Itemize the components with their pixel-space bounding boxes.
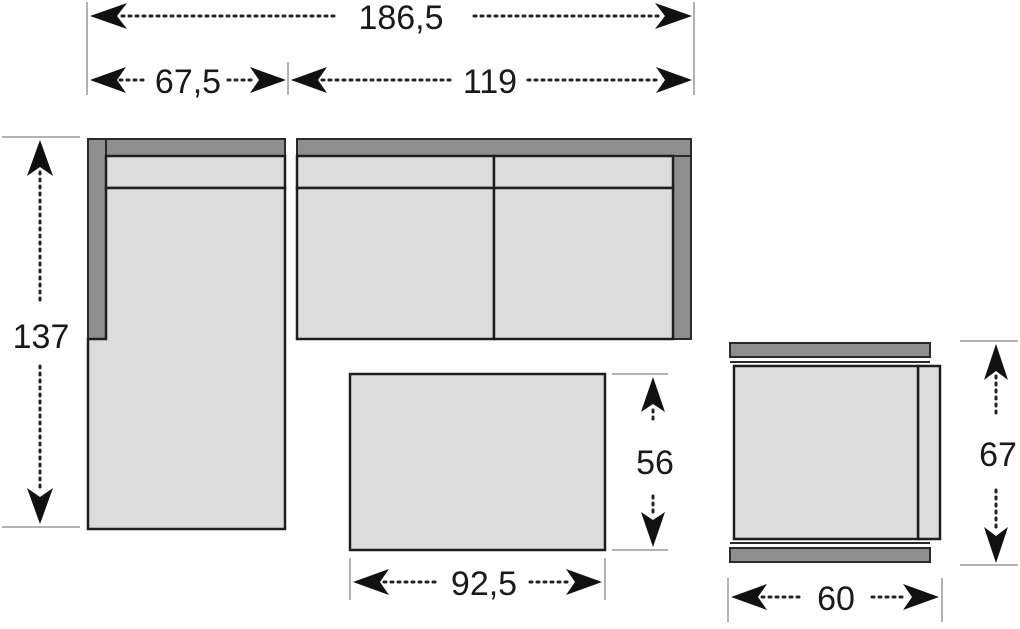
table-width-label: 92,5 [451,565,517,603]
chaise-width-label: 67,5 [155,63,221,101]
dimension-total-width: 186,5 [90,0,692,37]
chaise-frame-side [87,138,107,340]
dimension-chair-depth: 67 [979,344,1017,563]
dimension-total-depth: 137 [13,140,70,524]
chair-width-label: 60 [817,580,855,618]
chaise-seat [86,186,287,531]
chair-depth-label: 67 [979,436,1017,474]
sofa-seat-left [295,186,496,341]
sofa-module [295,138,692,341]
dimension-table-width: 92,5 [353,565,602,603]
total-width-label: 186,5 [358,0,443,37]
chaise-frame-top [87,138,286,157]
armchair-module [729,342,942,563]
sofa-frame-arm [672,155,692,340]
sofa-back-cushion-left [295,154,496,190]
armchair-seat [732,364,920,541]
dimension-table-depth: 56 [636,377,674,547]
dimension-chair-width: 60 [731,580,939,618]
coffee-table [348,372,607,552]
armchair-arm-top [729,342,931,358]
sofa-width-label: 119 [463,63,517,101]
dimension-chaise-width: 67,5 [90,63,286,101]
sofa-frame-top [296,138,692,157]
sofa-seat-right [492,186,675,341]
table-depth-label: 56 [636,444,674,482]
total-depth-label: 137 [13,318,70,356]
dimension-sofa-width: 119 [291,63,692,101]
armchair-back-cushion [916,364,942,541]
chaise-module [86,138,287,531]
sofa-back-cushion-right [492,154,675,190]
chaise-back-cushion [104,154,287,190]
armchair-arm-bottom [729,547,931,563]
